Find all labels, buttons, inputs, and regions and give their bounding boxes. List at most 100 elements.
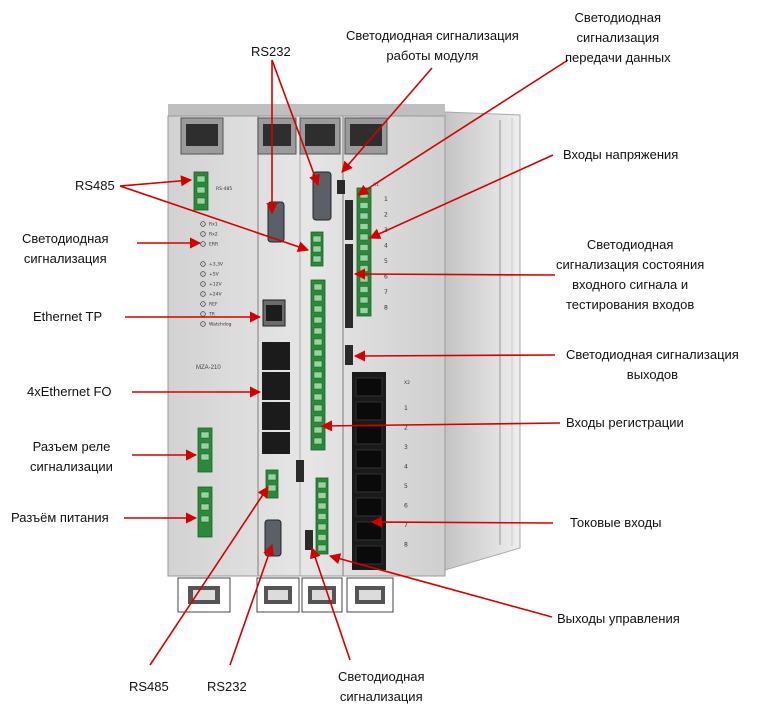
current-input-number: 5: [404, 483, 408, 490]
current-input-number: 6: [404, 503, 408, 510]
terminal-screw: [359, 286, 369, 293]
callout-line: сигнализация состояния: [556, 257, 705, 272]
terminal-screw: [313, 349, 323, 357]
front-led-label: +24V: [209, 292, 222, 298]
terminal-screw: [359, 244, 369, 251]
terminal-screw: [313, 426, 323, 434]
label-power-connector: Разъём питания: [11, 510, 109, 525]
terminal-screw: [313, 437, 323, 445]
label-led-input-state: Светодиодная сигнализация состояния входно…: [556, 235, 704, 315]
ethernet-tp-port: [262, 299, 286, 327]
bottom-handles: [177, 577, 394, 613]
terminal-screw: [359, 212, 369, 220]
label-rs232-bottom: RS232: [207, 679, 247, 694]
terminal-screw: [359, 254, 369, 262]
front-led-label: +5V: [209, 272, 220, 278]
x2-label: X2: [404, 380, 410, 386]
led-arrays: [296, 180, 353, 550]
label-led-bottom: Светодиодная сигнализация: [338, 667, 425, 707]
current-input-number: 3: [404, 444, 408, 451]
terminal-screw: [359, 223, 369, 230]
current-input-number: 4: [404, 464, 408, 471]
label-ethernet-fo: 4xEthernet FO: [27, 384, 112, 399]
callout-line: выходов: [626, 367, 679, 382]
power-terminal: [197, 486, 213, 538]
voltage-input-number: 6: [384, 274, 388, 281]
label-led-data: Светодиодная сигнализация передачи данных: [565, 8, 671, 68]
current-input-number: 2: [404, 425, 408, 432]
callout-line: сигнализация: [339, 689, 423, 704]
terminal-screw: [313, 294, 323, 302]
front-led-label: REF: [209, 302, 218, 308]
terminal-screw: [317, 534, 327, 541]
front-led: [200, 321, 206, 327]
front-led: [200, 231, 206, 237]
terminal-screw: [359, 191, 369, 199]
current-input-slot: [355, 401, 383, 421]
callout-line: передачи данных: [565, 50, 671, 65]
callout-line: Светодиодная: [586, 237, 674, 252]
terminal-screw: [313, 360, 323, 368]
terminal-screw: [317, 523, 327, 531]
ethernet-fo-ports: [262, 342, 290, 454]
terminal-screw: [317, 513, 327, 520]
rs485-terminal-bottom: [265, 469, 279, 499]
label-ethernet-tp: Ethernet TP: [33, 309, 103, 324]
voltage-input-number: 3: [384, 227, 388, 234]
terminal-screw: [359, 307, 369, 314]
rs485-terminal-mid: [310, 231, 324, 267]
rs232-dsub-bottom: [264, 519, 282, 557]
terminal-screw: [313, 382, 323, 390]
label-rs485-left: RS485: [75, 178, 115, 193]
callout-line: сигнализация: [23, 251, 107, 266]
front-led: [200, 301, 206, 307]
terminal-screw: [313, 404, 323, 412]
current-input-number: 8: [404, 542, 408, 549]
callout-line: входного сигнала и: [572, 277, 689, 292]
terminal-screw: [313, 283, 323, 291]
callout-line: Светодиодная: [574, 10, 662, 25]
registration-terminal: [310, 279, 326, 451]
x1-label: X1: [373, 182, 379, 188]
terminal-screw: [359, 265, 369, 272]
control-output-terminal: [315, 477, 329, 555]
current-input-slot: [355, 497, 383, 517]
label-current-inputs: Токовые входы: [570, 515, 662, 530]
label-control-outputs: Выходы управления: [557, 611, 680, 626]
front-led-label: TR: [208, 312, 215, 318]
terminal-screw: [359, 275, 369, 283]
current-input-slot: [355, 449, 383, 469]
callout-line: сигнализация: [576, 30, 660, 45]
voltage-input-number: 5: [384, 258, 388, 265]
front-led-label: Watchdog: [209, 322, 232, 328]
callout-line: Светодиодная сигнализация: [566, 347, 739, 362]
voltage-input-number: 8: [384, 305, 388, 312]
voltage-input-number: 1: [384, 196, 388, 203]
current-input-slot: [355, 425, 383, 445]
terminal-screw: [313, 316, 323, 324]
terminal-screw: [317, 481, 327, 489]
current-input-slot: [355, 521, 383, 541]
current-input-slot: [355, 473, 383, 493]
terminal-screw: [317, 502, 327, 510]
terminal-screw: [313, 305, 323, 313]
label-led-left: Светодиодная сигнализация: [22, 229, 109, 269]
callout-line: Светодиодная: [22, 231, 109, 246]
front-led: [200, 241, 206, 247]
front-led: [200, 291, 206, 297]
front-led: [200, 271, 206, 277]
callout-line: тестирования входов: [566, 297, 695, 312]
current-input-block: [352, 372, 386, 570]
terminal-screw: [313, 338, 323, 346]
voltage-input-terminal: [356, 187, 372, 317]
voltage-input-number: 2: [384, 212, 388, 219]
front-led-label: +12V: [209, 282, 222, 288]
front-led: [200, 281, 206, 287]
terminal-screw: [313, 371, 323, 379]
front-led: [200, 261, 206, 267]
front-led-label: ERR: [209, 242, 218, 248]
callout-line: Светодиодная: [338, 669, 425, 684]
rs485-tag: RS-485: [216, 186, 232, 192]
